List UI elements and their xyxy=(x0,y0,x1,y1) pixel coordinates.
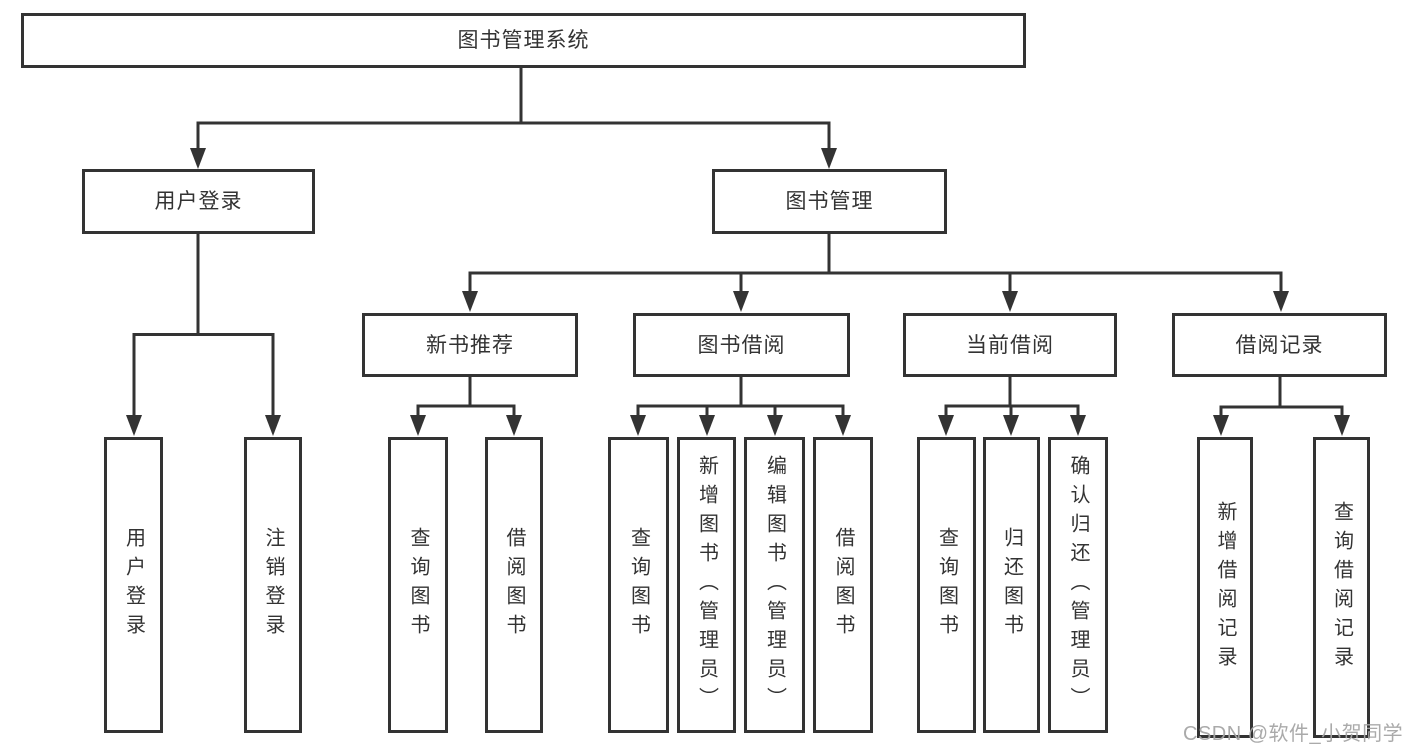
leaf-current-return: 归还图书 xyxy=(983,437,1040,733)
node-book-borrow-label: 图书借阅 xyxy=(697,333,786,357)
leaf-record-query: 查询借阅记录 xyxy=(1313,437,1370,738)
connector-book-borrow-split xyxy=(636,377,845,416)
node-borrow-record-label: 借阅记录 xyxy=(1235,333,1324,357)
leaf-record-query-label: 查询借阅记录 xyxy=(1330,500,1353,675)
connector-borrow-record-split xyxy=(1219,377,1344,416)
node-user-login: 用户登录 xyxy=(82,169,315,234)
leaf-borrow-add-label: 新增图书（管理员） xyxy=(695,454,718,716)
leaf-user-login-label: 用户登录 xyxy=(122,527,145,643)
leaf-newbook-borrow-label: 借阅图书 xyxy=(503,527,525,643)
connector-current-borrow-split xyxy=(944,377,1080,416)
node-book-mgmt: 图书管理 xyxy=(712,169,947,234)
node-book-borrow: 图书借阅 xyxy=(633,313,850,377)
node-user-login-label: 用户登录 xyxy=(154,190,243,213)
leaf-borrow-borrow: 借阅图书 xyxy=(813,437,873,733)
leaf-current-return-label: 归还图书 xyxy=(1000,527,1023,643)
arrowheads xyxy=(126,148,1350,436)
leaf-newbook-query: 查询图书 xyxy=(388,437,448,733)
leaf-newbook-borrow: 借阅图书 xyxy=(485,437,543,733)
leaf-borrow-query: 查询图书 xyxy=(608,437,669,733)
connector-user-login-split xyxy=(132,234,275,416)
leaf-record-add-label: 新增借阅记录 xyxy=(1214,500,1236,675)
leaf-borrow-borrow-label: 借阅图书 xyxy=(832,527,854,643)
connector-new-book-split xyxy=(416,377,516,416)
connector-book-mgmt-split xyxy=(468,234,1283,292)
leaf-borrow-edit: 编辑图书（管理员） xyxy=(744,437,805,733)
leaf-logout: 注销登录 xyxy=(244,437,302,733)
leaf-borrow-edit-label: 编辑图书（管理员） xyxy=(763,454,786,716)
node-borrow-record: 借阅记录 xyxy=(1172,313,1387,377)
node-new-book-rec-label: 新书推荐 xyxy=(426,333,514,357)
leaf-logout-label: 注销登录 xyxy=(262,527,284,643)
leaf-current-query: 查询图书 xyxy=(917,437,976,733)
leaf-borrow-add: 新增图书（管理员） xyxy=(677,437,736,733)
leaf-current-confirm-label: 确认归还（管理员） xyxy=(1067,454,1089,716)
leaf-record-add: 新增借阅记录 xyxy=(1197,437,1253,738)
leaf-current-query-label: 查询图书 xyxy=(935,527,958,643)
leaf-current-confirm: 确认归还（管理员） xyxy=(1048,437,1108,733)
node-book-mgmt-label: 图书管理 xyxy=(785,190,874,213)
leaf-newbook-query-label: 查询图书 xyxy=(407,527,429,643)
node-current-borrow: 当前借阅 xyxy=(903,313,1117,377)
node-library-system: 图书管理系统 xyxy=(21,13,1026,68)
node-new-book-rec: 新书推荐 xyxy=(362,313,578,377)
csdn-watermark: CSDN @软件_小贺同学 xyxy=(1183,723,1404,745)
leaf-user-login: 用户登录 xyxy=(104,437,163,733)
connector-root-split xyxy=(196,67,831,149)
node-library-system-label: 图书管理系统 xyxy=(457,29,590,52)
leaf-borrow-query-label: 查询图书 xyxy=(627,527,650,643)
node-current-borrow-label: 当前借阅 xyxy=(966,333,1054,357)
